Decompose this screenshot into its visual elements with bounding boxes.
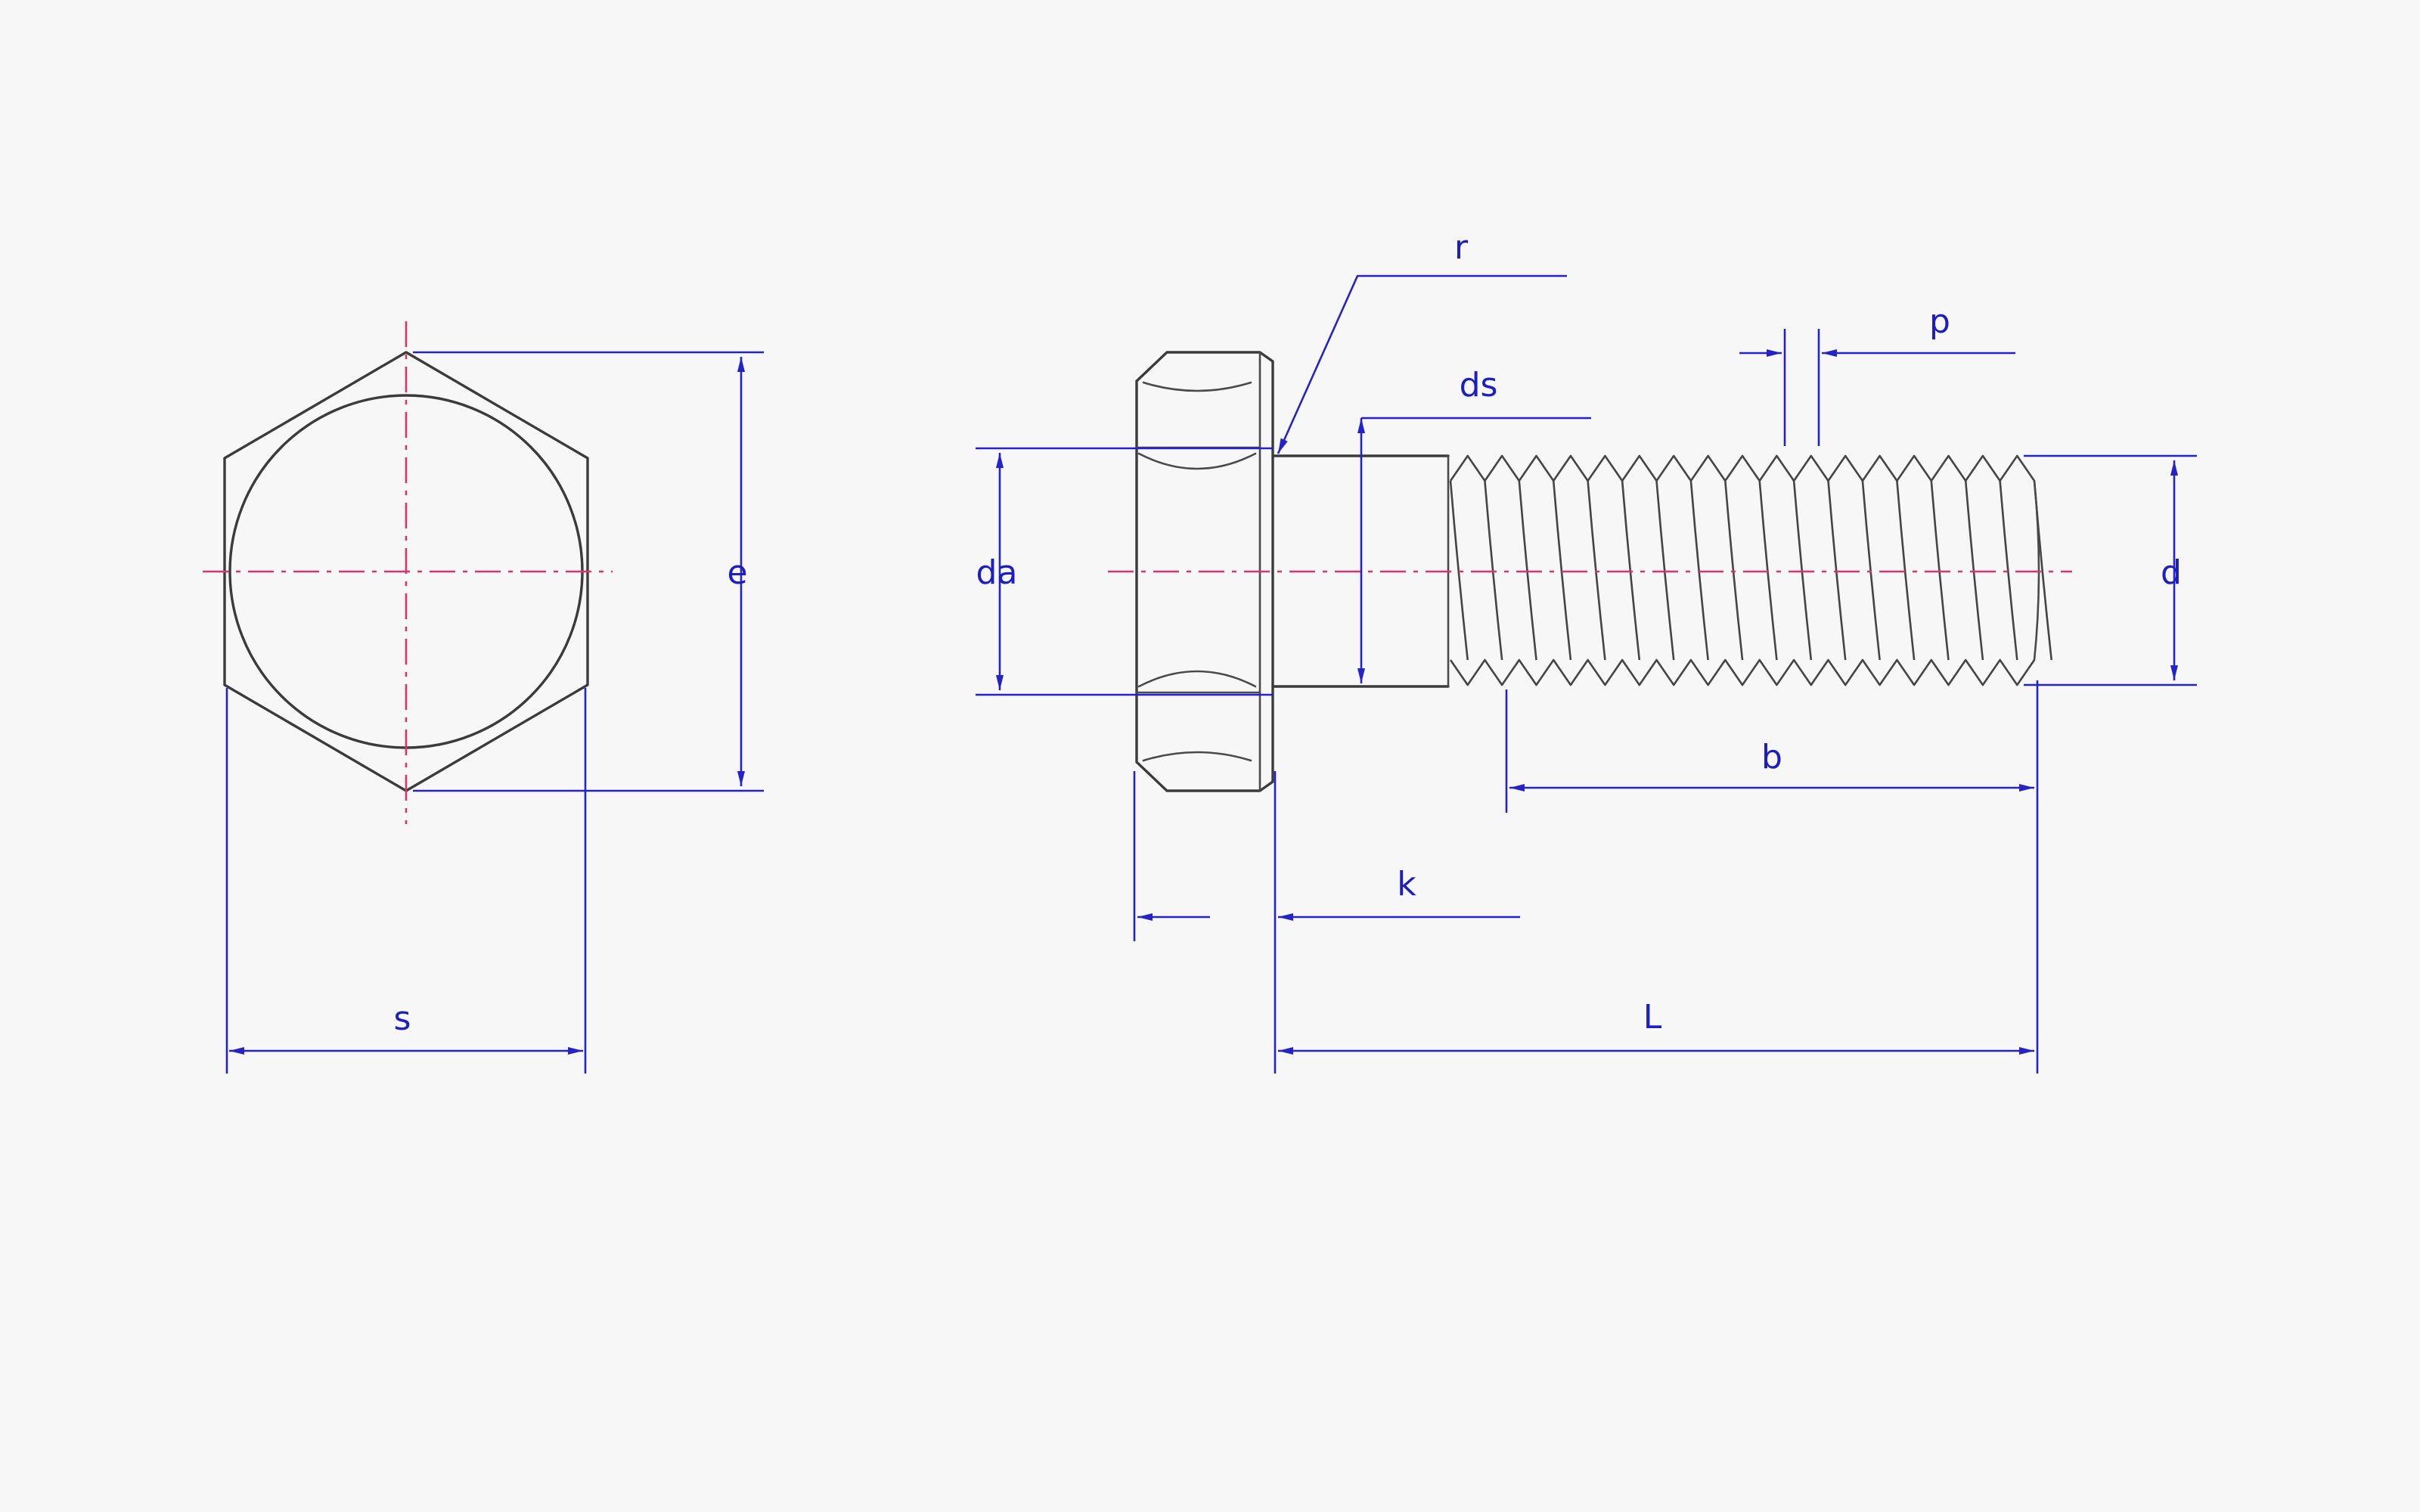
da-label: da (976, 553, 1018, 592)
thread-helix-line (1861, 480, 1881, 661)
thread-helix-line (1655, 480, 1675, 661)
e-label: e (727, 553, 747, 592)
thread-helix-line (1621, 480, 1641, 661)
thread-helix-line (1587, 480, 1606, 661)
thread-helix-line (1758, 480, 1778, 661)
bolt-tip-edge (2033, 479, 2040, 662)
ds-label: ds (1460, 366, 1498, 404)
end-view: e s (203, 321, 764, 1074)
L-label: L (1643, 998, 1662, 1036)
head-chamfer-arc-2 (1137, 452, 1257, 470)
s-label: s (394, 999, 411, 1038)
r-label: r (1454, 228, 1469, 267)
head-chamfer-arc-4 (1142, 751, 1252, 762)
r-leader (1277, 274, 1567, 454)
thread-helix-line (1449, 480, 1469, 661)
head-chamfer-arc-3 (1137, 670, 1257, 688)
thread-helix-line (1999, 480, 2018, 661)
d-label: d (2161, 553, 2182, 592)
thread-helix-line (1792, 480, 1813, 661)
thread-helix-line (1964, 480, 1984, 661)
k-label: k (1397, 865, 1416, 903)
thread-helix-line (1518, 480, 1537, 661)
thread-helix-line (1689, 480, 1709, 661)
thread-profile-top (1449, 454, 2036, 482)
thread-profile-bottom (1449, 658, 2036, 686)
thread-helix-line (1896, 480, 1916, 661)
thread-helix-line (1930, 480, 1950, 661)
side-view: r ds da p d b k L (976, 228, 2197, 1074)
thread-helix-line (1552, 480, 1572, 661)
head-chamfer-arc-1 (1142, 381, 1252, 392)
thread-helix-line (1484, 480, 1503, 661)
thread-helix-line (1724, 480, 1744, 661)
b-label: b (1761, 738, 1782, 776)
thread-helix-line (1827, 480, 1847, 661)
p-label: p (1929, 302, 1950, 341)
